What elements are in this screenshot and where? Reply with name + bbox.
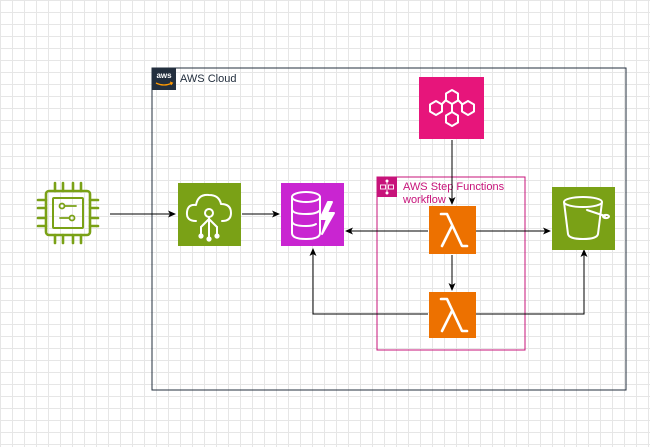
aws-logo-icon: aws xyxy=(152,68,176,90)
aws-cloud-group[interactable]: aws AWS Cloud xyxy=(151,67,627,391)
step-functions-label-line1: AWS Step Functions xyxy=(403,181,505,193)
step-functions-icon xyxy=(377,177,397,197)
eventbridge-icon xyxy=(429,89,475,127)
dynamodb-icon xyxy=(291,191,335,240)
iot-core-node[interactable] xyxy=(178,183,241,246)
cloud-iot-icon xyxy=(185,193,232,242)
edge-lambda-2-to-s3[interactable] xyxy=(476,249,588,315)
eventbridge-node[interactable] xyxy=(419,77,484,139)
aws-cloud-label: AWS Cloud xyxy=(180,73,236,85)
step-functions-label-line2: workflow xyxy=(402,194,446,206)
iot-device-node[interactable] xyxy=(36,181,100,245)
bucket-icon xyxy=(563,196,610,240)
step-functions-group[interactable]: AWS Step Functions workflow xyxy=(376,176,526,351)
aws-logo-text: aws xyxy=(156,71,172,80)
lambda-icon xyxy=(439,297,469,333)
lambda-icon xyxy=(439,212,469,248)
dynamodb-node[interactable] xyxy=(281,183,344,246)
chip-icon xyxy=(52,197,84,229)
aws-cloud-border xyxy=(151,67,627,391)
edges xyxy=(110,140,588,315)
step-functions-border xyxy=(376,176,526,351)
lambda-2-node[interactable] xyxy=(429,292,476,338)
s3-node[interactable] xyxy=(552,187,615,250)
lambda-1-node[interactable] xyxy=(429,206,476,254)
edge-lambda-2-to-dynamodb[interactable] xyxy=(309,248,428,315)
